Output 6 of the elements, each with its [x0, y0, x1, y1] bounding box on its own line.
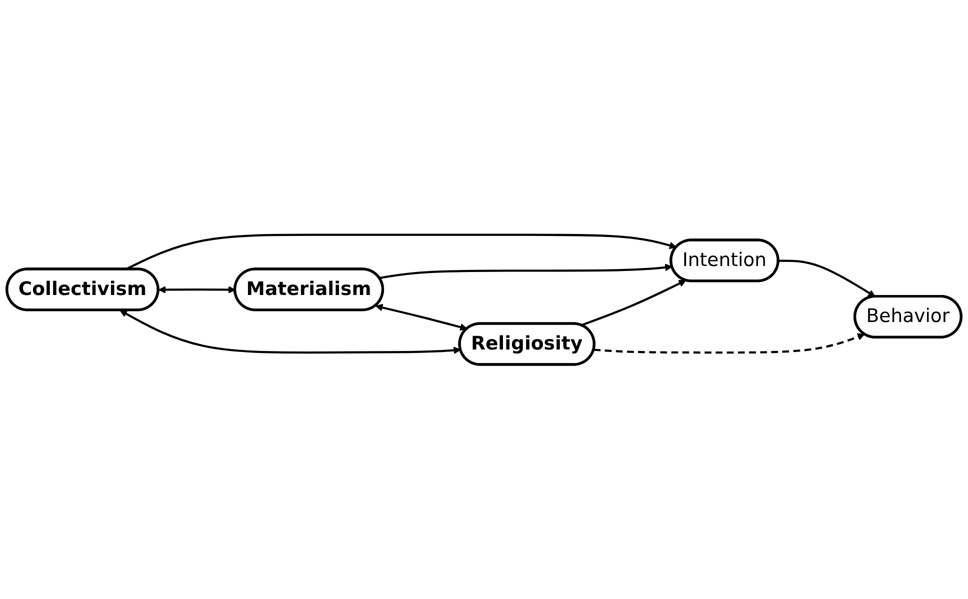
arrow — [379, 264, 672, 279]
arrow — [778, 260, 876, 297]
arrow — [580, 280, 686, 326]
arrow — [375, 304, 468, 331]
arrow — [594, 333, 865, 354]
arrow — [120, 310, 461, 354]
